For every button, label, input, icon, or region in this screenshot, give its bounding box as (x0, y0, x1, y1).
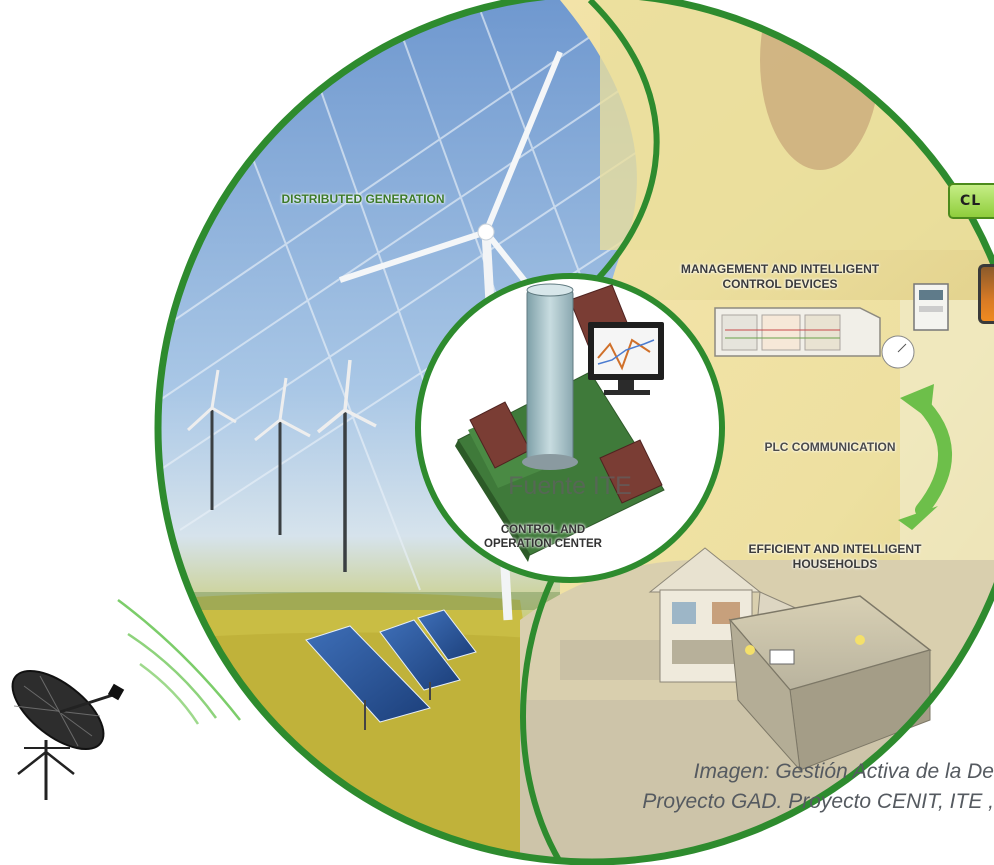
control-devices-panel (714, 307, 915, 369)
caption-line2: Proyecto GAD. Proyecto CENIT, ITE , (642, 790, 994, 813)
orange-badge-icon (978, 264, 994, 324)
smart-meter-icon (913, 283, 949, 331)
label-control-center: CONTROL AND OPERATION CENTER (468, 523, 618, 552)
label-management-line2: CONTROL DEVICES (722, 277, 838, 291)
solar-panel-icon (379, 619, 461, 700)
wind-turbine-icon (186, 369, 237, 510)
label-management-devices: MANAGEMENT AND INTELLIGENT CONTROL DEVIC… (620, 262, 940, 292)
solar-panels (305, 609, 477, 730)
solar-panel-icon (417, 609, 477, 661)
monitor-icon (588, 322, 664, 395)
label-center-line2: OPERATION CENTER (484, 538, 602, 551)
caption-line1: Imagen: Gestión Activa de la De (693, 760, 994, 783)
cl-badge: CL (948, 183, 994, 219)
cycle-arrows-icon (898, 384, 952, 530)
label-management-line1: MANAGEMENT AND INTELLIGENT (680, 262, 880, 276)
label-households: EFFICIENT AND INTELLIGENT HOUSEHOLDS (690, 542, 980, 572)
tower-building (522, 283, 578, 470)
label-distributed-generation: DISTRIBUTED GENERATION (281, 192, 445, 206)
label-households-line1: EFFICIENT AND INTELLIGENT (748, 542, 922, 556)
source-watermark: Fuente ITE (508, 472, 632, 500)
wind-turbine-icon (316, 359, 377, 572)
satellite-dish-icon (11, 598, 241, 800)
label-plc-communication: PLC COMMUNICATION (764, 440, 896, 454)
label-center-line1: CONTROL AND (500, 524, 586, 536)
room-plan-icon (728, 595, 932, 772)
label-households-line2: HOUSEHOLDS (792, 557, 878, 571)
solar-panel-icon (305, 625, 431, 730)
wind-turbine-icon (254, 377, 311, 535)
wind-farm (186, 359, 377, 572)
control-center (415, 273, 725, 583)
outer-ring (154, 0, 994, 865)
